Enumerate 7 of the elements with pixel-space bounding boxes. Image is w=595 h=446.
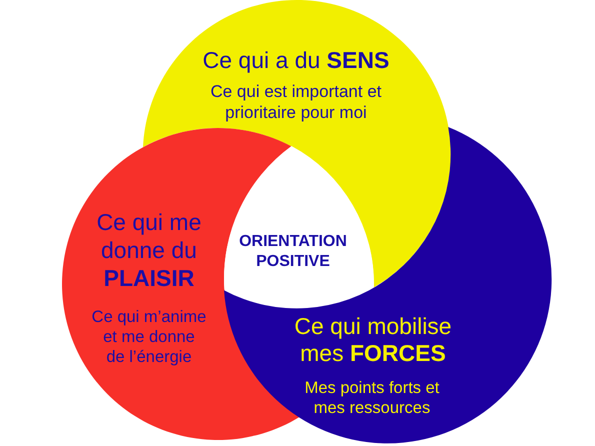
circle-description: Mes points forts et mes ressources xyxy=(304,378,440,418)
center-label: ORIENTATION POSITIVE xyxy=(238,232,348,272)
circle-description: Ce qui est important et prioritaire pour moi xyxy=(209,80,382,123)
circle-title: Ce qui mobilise mes FORCES xyxy=(293,312,453,367)
circle-title: Ce qui me donne du PLAISIR xyxy=(96,208,202,292)
circle-title: Ce qui a du SENS xyxy=(202,46,390,74)
circle-description: Ce qui m’anime et me donne de l’énergie xyxy=(90,306,208,367)
